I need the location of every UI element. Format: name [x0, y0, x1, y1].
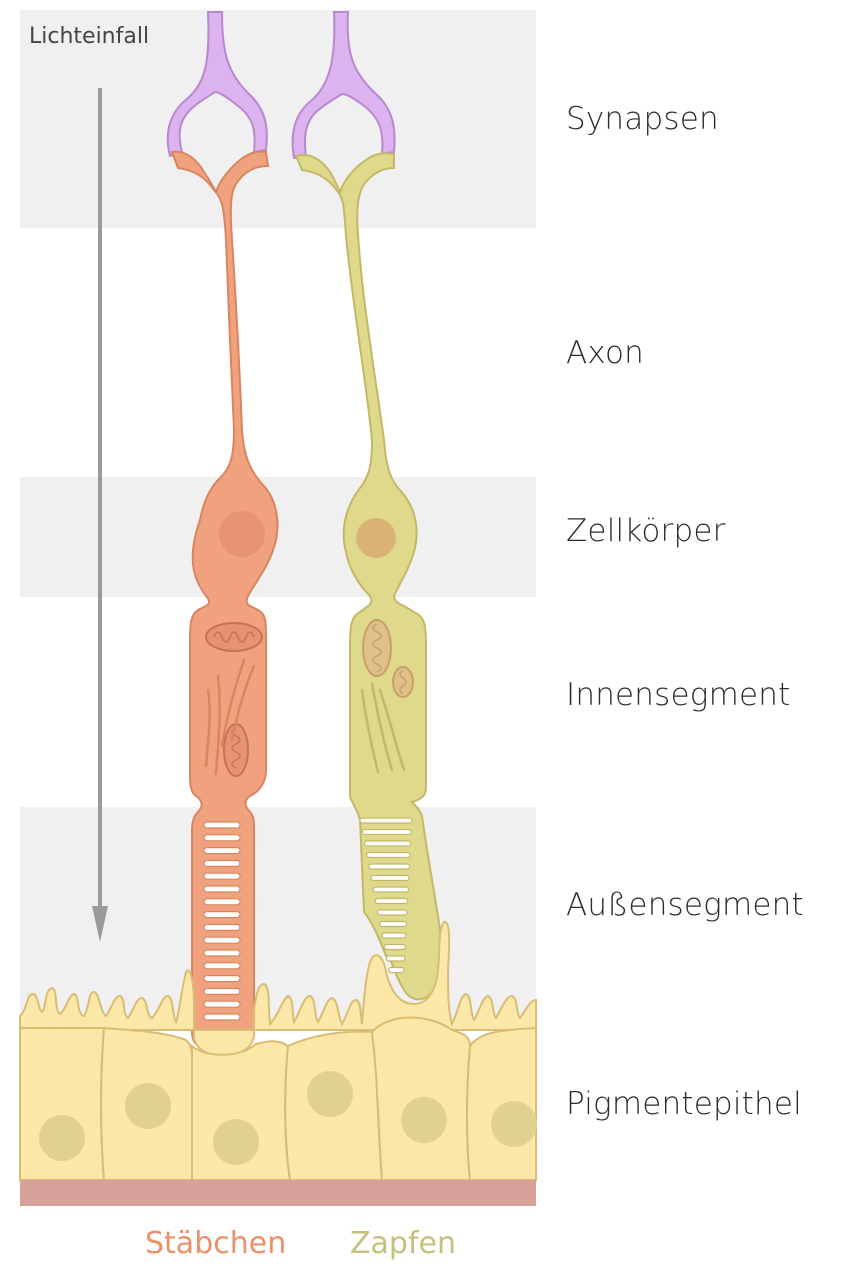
cone-synapse — [291, 11, 396, 160]
pigment-epithelium — [19, 921, 537, 1206]
layer-label-pigmentepithel: Pigmentepithel — [566, 1086, 802, 1122]
epithel-cells — [19, 1016, 537, 1181]
rod-mitochondria — [205, 622, 263, 777]
cone-disc — [388, 966, 405, 974]
band-zellkoerper — [20, 477, 536, 597]
rod-disc — [203, 936, 241, 944]
cone-disc — [372, 886, 410, 893]
cone-nucleus — [356, 518, 396, 558]
rod-cell — [170, 150, 279, 1051]
light-arrow — [92, 88, 108, 942]
cone-disc — [383, 943, 407, 951]
rod-disc — [203, 834, 241, 842]
cone-disc — [361, 828, 413, 836]
rod-disc — [203, 987, 241, 996]
layer-label-axon: Axon — [566, 335, 645, 371]
light-label: Lichteinfall — [29, 24, 150, 49]
rod-disc — [203, 923, 241, 932]
rod-disc — [203, 962, 241, 970]
rod-disc — [203, 1000, 241, 1008]
layer-label-innensegment: Innensegment — [566, 677, 791, 713]
cone-discs — [359, 817, 413, 974]
rod-disc — [203, 974, 241, 983]
rod-disc — [203, 885, 241, 893]
rod-disc — [203, 846, 241, 855]
cone-disc — [368, 863, 411, 870]
cone-cell — [294, 152, 443, 1001]
band-synapsen — [20, 10, 536, 228]
rod-disc — [203, 872, 241, 880]
cone-disc — [379, 920, 408, 928]
cone-disc — [363, 840, 412, 847]
epithel-nuclei — [39, 1071, 537, 1165]
rod-label: Stäbchen — [145, 1226, 287, 1261]
cone-disc — [359, 817, 413, 824]
cone-mitochondria — [362, 619, 414, 698]
rod-disc — [203, 949, 241, 957]
cone-disc — [366, 851, 411, 859]
cone-er-lines — [360, 682, 406, 774]
cone-disc — [385, 955, 406, 962]
rod-discs — [203, 821, 241, 1021]
cone-disc — [370, 874, 410, 882]
cone-disc — [374, 897, 409, 905]
rod-disc — [203, 910, 241, 919]
layer-label-zellkoerper: Zellkörper — [566, 513, 726, 549]
rod-synapse — [166, 11, 268, 158]
rod-disc — [203, 898, 241, 906]
layer-label-synapsen: Synapsen — [566, 101, 719, 137]
cone-label: Zapfen — [350, 1226, 457, 1261]
rod-disc — [203, 859, 241, 868]
cone-disc — [377, 909, 408, 916]
cone-disc — [381, 932, 407, 939]
rod-disc — [203, 821, 241, 829]
layer-label-aussensegment: Außensegment — [566, 887, 804, 923]
rod-nucleus — [219, 511, 265, 557]
basal-layer — [20, 1180, 536, 1206]
rod-disc — [203, 1013, 241, 1021]
rod-er-lines — [204, 658, 256, 776]
